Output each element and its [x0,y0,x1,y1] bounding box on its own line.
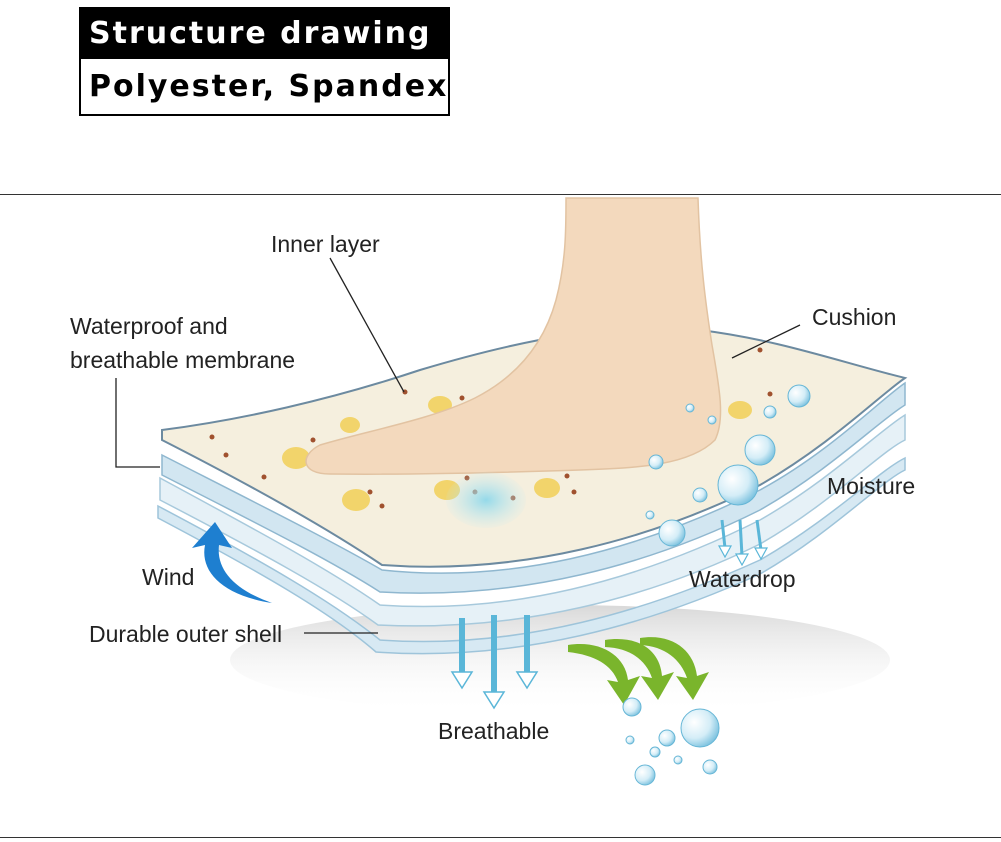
membrane-label-line1: Waterproof and [70,313,228,339]
breathable-label: Breathable [438,718,550,744]
waterdrop-arrows-icon [720,519,763,557]
breathable-arrows-icon [459,615,530,695]
material-subtitle: Polyester, Spandex [89,69,449,104]
outer-shell-layer [157,456,906,655]
title-box: Structure drawing Polyester, Spandex [79,7,450,116]
foot-illustration [305,197,722,475]
moisture-exit-arrows-icon [568,637,709,705]
cushion-label: Cushion [812,304,897,330]
inner-layer-label: Inner layer [271,231,380,257]
waterdrop-label: Waterdrop [689,566,796,592]
bottom-divider [0,837,1001,838]
middle-layer [161,381,906,594]
top-divider [0,194,1001,195]
membrane-label-line2: breathable membrane [70,347,296,373]
diagram-title: Structure drawing [81,9,448,59]
moisture-label: Moisture [827,473,916,499]
wind-label: Wind [142,564,195,590]
outer-shell-label: Durable outer shell [89,621,283,647]
moisture-splash [446,472,526,528]
membrane-layer [159,413,906,627]
layer-shadow [230,605,890,715]
water-bubbles [622,384,811,786]
wind-arrow-icon [192,522,272,603]
membrane-label: Waterproof and breathable membrane [70,309,350,377]
pointer-lines [115,257,801,634]
